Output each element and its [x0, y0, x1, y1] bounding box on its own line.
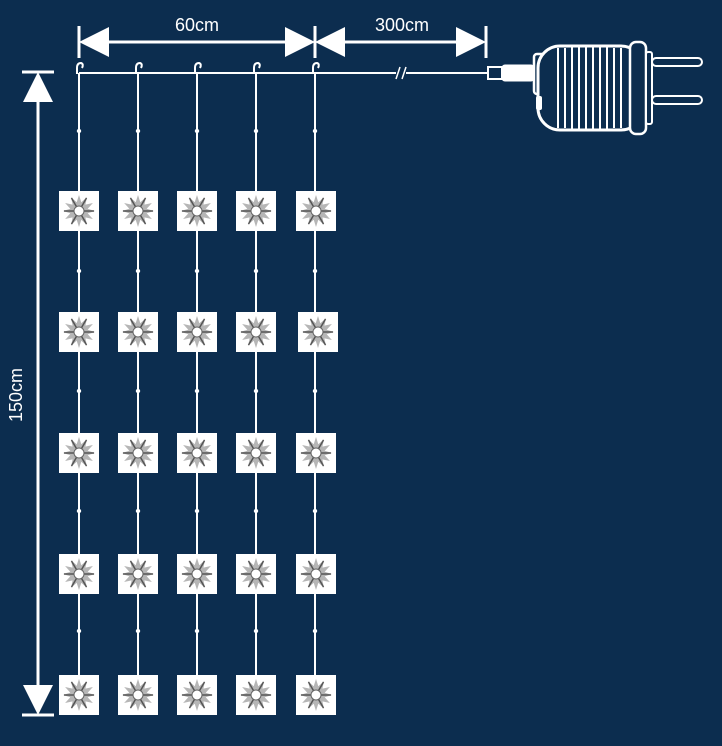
ornament: [59, 312, 99, 352]
led-bead: [194, 268, 200, 274]
light-strand: [59, 61, 99, 715]
snowflake-icon: [302, 316, 334, 348]
light-strand: [236, 61, 276, 715]
hook-icon: [135, 61, 143, 74]
snowflake-icon: [63, 316, 95, 348]
light-strands: [59, 61, 338, 715]
ornament: [296, 675, 336, 715]
ornament: [296, 433, 336, 473]
snowflake-icon: [122, 316, 154, 348]
snowflake-icon: [122, 195, 154, 227]
ornament: [118, 433, 158, 473]
hook-icon: [312, 61, 320, 74]
led-bead: [76, 388, 82, 394]
ornament: [296, 191, 336, 231]
height-label: 150cm: [6, 368, 26, 422]
power-adapter-icon: [532, 40, 703, 136]
ornament: [296, 554, 336, 594]
height-dimension: 150cm: [6, 70, 54, 717]
ornament: [59, 554, 99, 594]
led-bead: [194, 128, 200, 134]
snowflake-icon: [122, 437, 154, 469]
snowflake-icon: [240, 679, 272, 711]
led-bead: [135, 128, 141, 134]
led-bead: [135, 268, 141, 274]
led-bead: [312, 268, 318, 274]
led-bead: [135, 388, 141, 394]
led-bead: [194, 388, 200, 394]
ornament: [59, 433, 99, 473]
light-strand: [177, 61, 217, 715]
snowflake-icon: [181, 195, 213, 227]
ornament: [118, 191, 158, 231]
ornament: [118, 554, 158, 594]
ornament: [118, 312, 158, 352]
snowflake-icon: [300, 679, 332, 711]
ornament: [118, 675, 158, 715]
snowflake-icon: [300, 195, 332, 227]
led-bead: [253, 508, 259, 514]
light-strand: [118, 61, 158, 715]
ornament: [236, 675, 276, 715]
ornament: [177, 191, 217, 231]
led-bead: [135, 508, 141, 514]
led-bead: [76, 128, 82, 134]
led-bead: [253, 628, 259, 634]
snowflake-icon: [63, 558, 95, 590]
led-bead: [312, 128, 318, 134]
ornament: [177, 312, 217, 352]
snowflake-icon: [240, 316, 272, 348]
snowflake-icon: [240, 195, 272, 227]
snowflake-icon: [63, 195, 95, 227]
hook-icon: [76, 61, 84, 74]
snowflake-icon: [181, 316, 213, 348]
ornament: [236, 554, 276, 594]
snowflake-icon: [181, 558, 213, 590]
led-bead: [253, 268, 259, 274]
led-bead: [312, 628, 318, 634]
snowflake-icon: [300, 437, 332, 469]
snowflake-icon: [240, 558, 272, 590]
snowflake-icon: [122, 679, 154, 711]
hook-icon: [253, 61, 261, 74]
snowflake-icon: [300, 558, 332, 590]
led-bead: [194, 628, 200, 634]
snowflake-icon: [181, 437, 213, 469]
hook-icon: [194, 61, 202, 74]
led-bead: [253, 128, 259, 134]
ornament: [236, 191, 276, 231]
led-bead: [135, 628, 141, 634]
ornament: [59, 675, 99, 715]
snowflake-icon: [122, 558, 154, 590]
snowflake-icon: [63, 679, 95, 711]
ornament: [177, 433, 217, 473]
ornament: [298, 312, 338, 352]
width-label: 60cm: [175, 15, 219, 35]
ornament: [177, 675, 217, 715]
led-bead: [312, 508, 318, 514]
ornament: [236, 312, 276, 352]
ornament: [59, 191, 99, 231]
led-bead: [76, 508, 82, 514]
led-bead: [194, 508, 200, 514]
snowflake-icon: [181, 679, 213, 711]
led-bead: [253, 388, 259, 394]
main-cable: [79, 64, 535, 82]
snowflake-icon: [63, 437, 95, 469]
cable-label: 300cm: [375, 15, 429, 35]
cable-dimension: 300cm: [315, 15, 488, 58]
led-bead: [312, 388, 318, 394]
ornament: [236, 433, 276, 473]
led-bead: [76, 628, 82, 634]
snowflake-icon: [240, 437, 272, 469]
width-dimension: 60cm: [77, 15, 317, 58]
light-strand: [296, 61, 338, 715]
ornament: [177, 554, 217, 594]
led-bead: [76, 268, 82, 274]
